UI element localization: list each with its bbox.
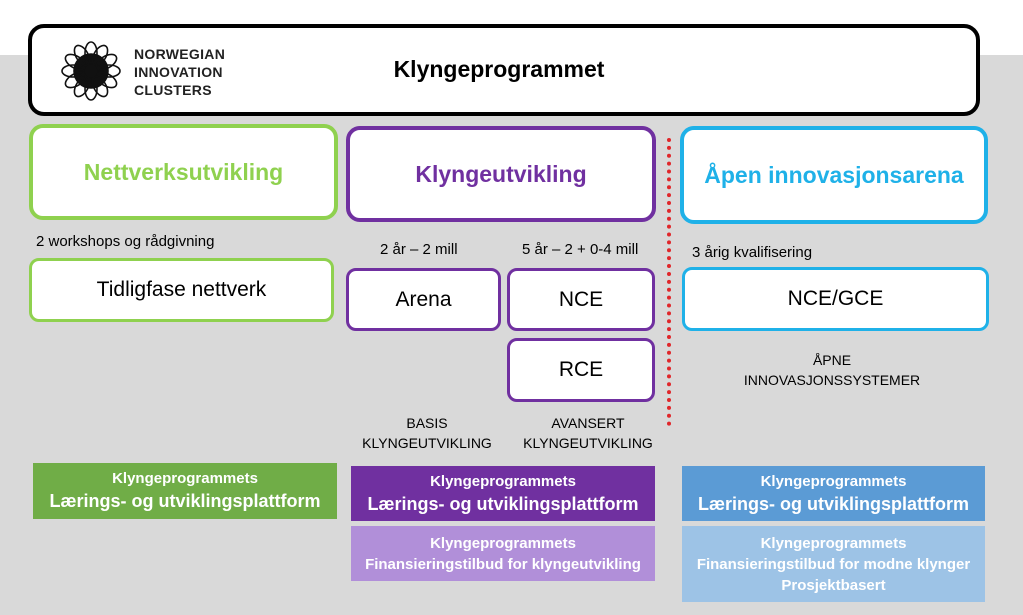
bar-open-platform: Klyngeprogrammets Lærings- og utviklings…: [682, 466, 985, 521]
note-cluster-left: 2 år – 2 mill: [380, 241, 458, 258]
bar-line-2: Lærings- og utviklingsplattform: [49, 491, 321, 511]
category-label: Åpen innovasjonsarena: [704, 161, 964, 188]
logo-line-3: CLUSTERS: [134, 82, 212, 98]
header-box: NORWEGIAN INNOVATION CLUSTERS Klyngeprog…: [28, 24, 980, 116]
label-line: KLYNGEUTVIKLING: [523, 435, 653, 451]
category-klyngeutvikling: Klyngeutvikling: [346, 126, 656, 222]
box-nce: NCE: [507, 268, 655, 331]
box-label: NCE/GCE: [787, 287, 884, 310]
bar-line-2: Finansieringstilbud for modne klynger: [696, 555, 971, 573]
bar-line-1: Klyngeprogrammets: [112, 470, 258, 487]
box-label: Arena: [395, 287, 452, 311]
logo-line-1: NORWEGIAN: [134, 46, 226, 62]
category-nettverksutvikling: Nettverksutvikling: [29, 124, 338, 220]
bar-line-1: Klyngeprogrammets: [430, 534, 576, 552]
bar-line-1: Klyngeprogrammets: [430, 472, 576, 490]
label-line: KLYNGEUTVIKLING: [362, 435, 492, 451]
bar-network-platform: Klyngeprogrammets Lærings- og utviklings…: [33, 463, 337, 519]
logo-text: NORWEGIAN INNOVATION CLUSTERS: [134, 45, 225, 99]
label-line: BASIS: [406, 415, 448, 431]
label-line: ÅPNE: [812, 352, 852, 368]
column-divider: [667, 138, 671, 426]
box-arena: Arena: [346, 268, 501, 331]
label-avansert-klyngeutvikling: AVANSERT KLYNGEUTVIKLING: [510, 413, 666, 453]
bar-line-2: Finansieringstilbud for klyngeutvikling: [365, 555, 641, 573]
box-label: RCE: [558, 358, 604, 381]
norwegian-innovation-clusters-logo-icon: [61, 41, 121, 101]
box-label: NCE: [558, 287, 604, 311]
bar-line-2: Lærings- og utviklingsplattform: [697, 493, 969, 514]
bar-line-3: Prosjektbasert: [781, 576, 886, 594]
category-label: Klyngeutvikling: [415, 160, 587, 187]
bar-line-2: Lærings- og utviklingsplattform: [367, 493, 639, 514]
note-cluster-right: 5 år – 2 + 0-4 mill: [522, 241, 639, 258]
box-nce-gce: NCE/GCE: [682, 267, 989, 331]
category-label: Nettverksutvikling: [83, 158, 284, 185]
label-basis-klyngeutvikling: BASIS KLYNGEUTVIKLING: [350, 413, 504, 453]
label-apne-innovasjonssystemer: ÅPNE INNOVASJONSSYSTEMER: [697, 350, 967, 390]
bar-open-financing: Klyngeprogrammets Finansieringstilbud fo…: [682, 526, 985, 602]
header-title-wrap: Klyngeprogrammet: [32, 56, 976, 83]
bar-line-1: Klyngeprogrammets: [760, 534, 907, 552]
label-line: INNOVASJONSSYSTEMER: [743, 372, 921, 388]
box-tidligfase-nettverk: Tidligfase nettverk: [29, 258, 334, 322]
box-rce: RCE: [507, 338, 655, 402]
bar-line-1: Klyngeprogrammets: [760, 472, 907, 490]
category-apen-innovasjonsarena: Åpen innovasjonsarena: [680, 126, 988, 224]
label-line: AVANSERT: [551, 415, 625, 431]
box-label: Tidligfase nettverk: [96, 278, 267, 301]
note-network: 2 workshops og rådgivning: [36, 233, 215, 250]
note-open: 3 årig kvalifisering: [692, 244, 813, 261]
logo-line-2: INNOVATION: [134, 64, 223, 80]
bar-cluster-financing: Klyngeprogrammets Finansieringstilbud fo…: [351, 526, 655, 581]
bar-cluster-platform: Klyngeprogrammets Lærings- og utviklings…: [351, 466, 655, 521]
page-title: Klyngeprogrammet: [393, 56, 605, 82]
